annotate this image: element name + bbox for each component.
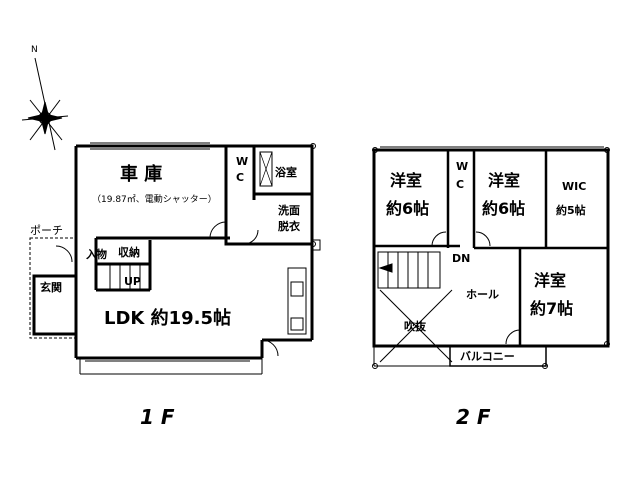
north-label: N	[31, 45, 38, 55]
entrance-label: 玄関	[40, 280, 62, 294]
garage-walls	[74, 144, 230, 240]
floor2-column-marks	[372, 147, 610, 369]
porch-label: ポーチ	[30, 224, 63, 237]
wc1-line2: C	[236, 171, 244, 184]
stair-2f	[377, 251, 441, 289]
bath-label: 浴室	[275, 165, 297, 179]
kitchen-counter	[287, 267, 307, 335]
dn-label: DN	[452, 252, 470, 265]
void-label: 吹抜	[404, 319, 427, 333]
wc1-line1: W	[236, 155, 248, 168]
wash-line1: 洗面	[278, 203, 300, 217]
floor2-plan: 洋室 約6帖 W C 洋室 約6帖 WIC 約5帖 DN ホール 洋室 約7帖 …	[372, 146, 610, 429]
wc2-line2: C	[456, 178, 464, 191]
room-c-line2: 約7帖	[530, 299, 573, 318]
void-area	[379, 289, 453, 363]
floor1-label: 1 F	[140, 405, 175, 429]
floor2-label: 2 F	[456, 405, 491, 429]
garage-name: 車 庫	[120, 163, 162, 185]
room-a-line1: 洋室	[390, 171, 422, 190]
room-c-line1: 洋室	[534, 271, 566, 290]
bathtub	[259, 151, 273, 187]
compass-rose: N	[21, 45, 69, 151]
up-label: UP	[124, 275, 141, 288]
garage-note: （19.87㎡、電動シャッター）	[92, 194, 217, 205]
room-b-line2: 約6帖	[482, 199, 525, 218]
garage-label: 車 庫 （19.87㎡、電動シャッター）	[92, 163, 217, 205]
wic-line2: 約5帖	[556, 203, 586, 217]
stove	[290, 317, 304, 331]
wic-line1: WIC	[562, 180, 586, 193]
storage-small-line2: 入	[86, 248, 97, 261]
wc2-line1: W	[456, 160, 468, 173]
ldk-label: LDK 約19.5帖	[104, 307, 231, 329]
room-a-line2: 約6帖	[386, 199, 429, 218]
room-b-line1: 洋室	[488, 171, 520, 190]
ldk-walls	[74, 238, 314, 360]
porch-outline	[29, 237, 77, 339]
sink	[290, 281, 304, 297]
storage-small-line1: 物	[96, 247, 107, 261]
balcony-label: バルコニー	[460, 350, 515, 363]
storage-label: 収納	[118, 245, 140, 259]
hall-label: ホール	[466, 288, 499, 301]
floor2-inner-walls	[372, 150, 608, 346]
floor1-plan: 車 庫 （19.87㎡、電動シャッター） W C 浴室 洗面 脱衣	[29, 142, 321, 429]
wash-line2: 脱衣	[278, 219, 301, 233]
stair-1f	[109, 263, 151, 291]
balcony-outline	[449, 345, 547, 367]
